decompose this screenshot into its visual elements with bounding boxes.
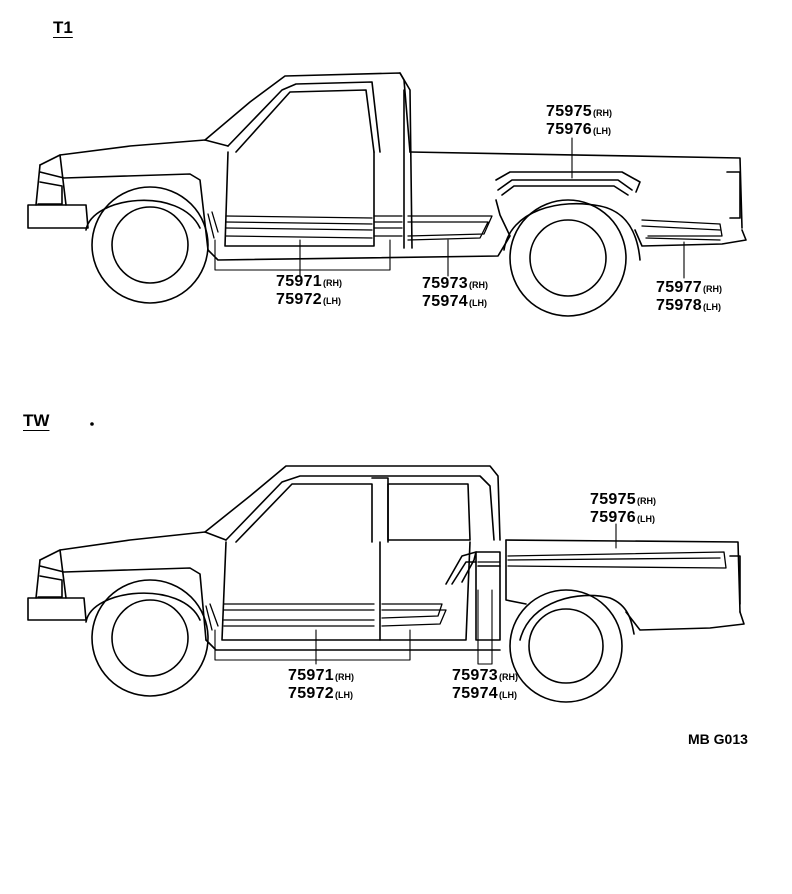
tw-wheels — [91, 579, 623, 703]
drawing-code: MB G013 — [688, 731, 748, 747]
tw-callout-bedside: 75975(RH) 75976(LH) — [590, 492, 656, 526]
tw-callout-rocker: 75971(RH) 75972(LH) — [288, 668, 354, 702]
part-number: 75978 — [656, 297, 702, 314]
side-code: (RH) — [499, 672, 518, 682]
side-code: (LH) — [593, 126, 611, 136]
tw-truck-body — [27, 465, 745, 651]
part-number: 75977 — [656, 279, 702, 296]
side-code: (RH) — [703, 284, 722, 294]
side-code: (LH) — [637, 514, 655, 524]
t1-callout-rocker: 75971(RH) 75972(LH) — [276, 274, 342, 308]
part-number: 75971 — [276, 273, 322, 290]
section-label-tw: TW — [23, 411, 50, 430]
tw-leader-lines — [214, 523, 617, 665]
part-number: 75976 — [546, 121, 592, 138]
part-number-row: 75978(LH) — [656, 298, 722, 314]
part-number: 75974 — [452, 685, 498, 702]
side-code: (RH) — [335, 672, 354, 682]
part-number-row: 75973(RH) — [452, 668, 518, 684]
part-number-row: 75975(RH) — [590, 492, 656, 508]
t1-callout-arch: 75975(RH) 75976(LH) — [546, 104, 612, 138]
side-code: (RH) — [637, 496, 656, 506]
part-number-row: 75972(LH) — [276, 292, 342, 308]
part-number-row: 75972(LH) — [288, 686, 354, 702]
part-number-row: 75976(LH) — [546, 122, 612, 138]
part-number: 75972 — [288, 685, 334, 702]
side-code: (RH) — [323, 278, 342, 288]
stray-dot — [90, 422, 94, 426]
part-number-row: 75973(RH) — [422, 276, 488, 292]
t1-leader-lines — [214, 137, 685, 279]
part-number-row: 75976(LH) — [590, 510, 656, 526]
tw-moldings — [205, 551, 727, 631]
part-number-row: 75971(RH) — [288, 668, 354, 684]
t1-wheels — [91, 186, 627, 317]
side-code: (RH) — [593, 108, 612, 118]
t1-callout-bedfront: 75973(RH) 75974(LH) — [422, 276, 488, 310]
section-label-t1: T1 — [53, 18, 73, 37]
part-number-row: 75974(LH) — [452, 686, 518, 702]
part-number-row: 75974(LH) — [422, 294, 488, 310]
part-number: 75974 — [422, 293, 468, 310]
part-number-row: 75975(RH) — [546, 104, 612, 120]
side-code: (RH) — [469, 280, 488, 290]
part-number-row: 75971(RH) — [276, 274, 342, 290]
part-number: 75973 — [422, 275, 468, 292]
part-number: 75975 — [546, 103, 592, 120]
part-number: 75973 — [452, 667, 498, 684]
part-number: 75976 — [590, 509, 636, 526]
t1-callout-rear: 75977(RH) 75978(LH) — [656, 280, 722, 314]
side-code: (LH) — [335, 690, 353, 700]
t1-moldings — [207, 211, 723, 241]
side-code: (LH) — [469, 298, 487, 308]
part-number: 75975 — [590, 491, 636, 508]
tw-callout-bedfront: 75973(RH) 75974(LH) — [452, 668, 518, 702]
side-code: (LH) — [499, 690, 517, 700]
side-code: (LH) — [323, 296, 341, 306]
side-code: (LH) — [703, 302, 721, 312]
part-number: 75971 — [288, 667, 334, 684]
part-number: 75972 — [276, 291, 322, 308]
part-number-row: 75977(RH) — [656, 280, 722, 296]
t1-truck-body — [27, 72, 747, 261]
